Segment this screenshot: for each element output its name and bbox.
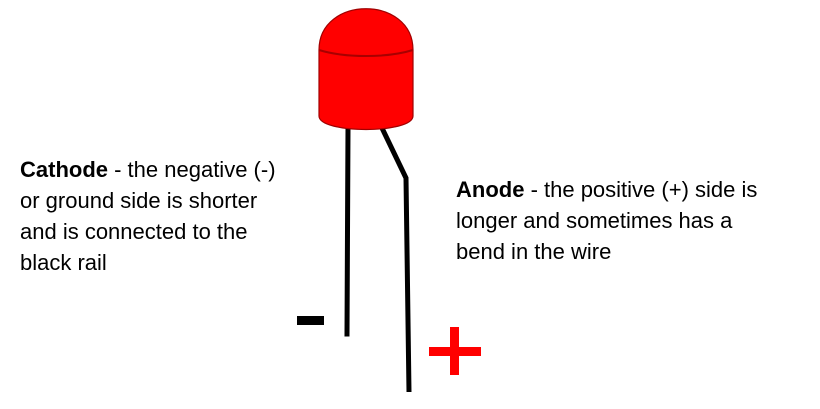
anode-line-2: longer and sometimes has a <box>456 208 733 233</box>
cathode-description-1: - the negative (-) <box>108 157 276 182</box>
anode-lead <box>379 126 412 393</box>
cathode-line-4: black rail <box>20 250 107 275</box>
anode-line-1: Anode - the positive (+) side is <box>456 174 816 205</box>
cathode-title: Cathode <box>20 157 108 182</box>
anode-title: Anode <box>456 177 525 202</box>
anode-line-3: bend in the wire <box>456 239 612 264</box>
minus-symbol-icon <box>297 316 324 325</box>
cathode-label: Cathode - the negative (-) or ground sid… <box>20 154 340 278</box>
cathode-lead <box>344 125 351 337</box>
cathode-line-2: or ground side is shorter <box>20 188 258 213</box>
anode-description-1: - the positive (+) side is <box>524 177 758 202</box>
cathode-line-1: Cathode - the negative (-) <box>20 154 340 185</box>
plus-vertical-bar <box>450 327 459 375</box>
cathode-line-3: and is connected to the <box>20 219 248 244</box>
plus-symbol-icon <box>429 327 481 375</box>
led-dome-rim <box>318 49 414 57</box>
led-body <box>318 8 414 131</box>
anode-label: Anode - the positive (+) side is longer … <box>456 174 816 267</box>
